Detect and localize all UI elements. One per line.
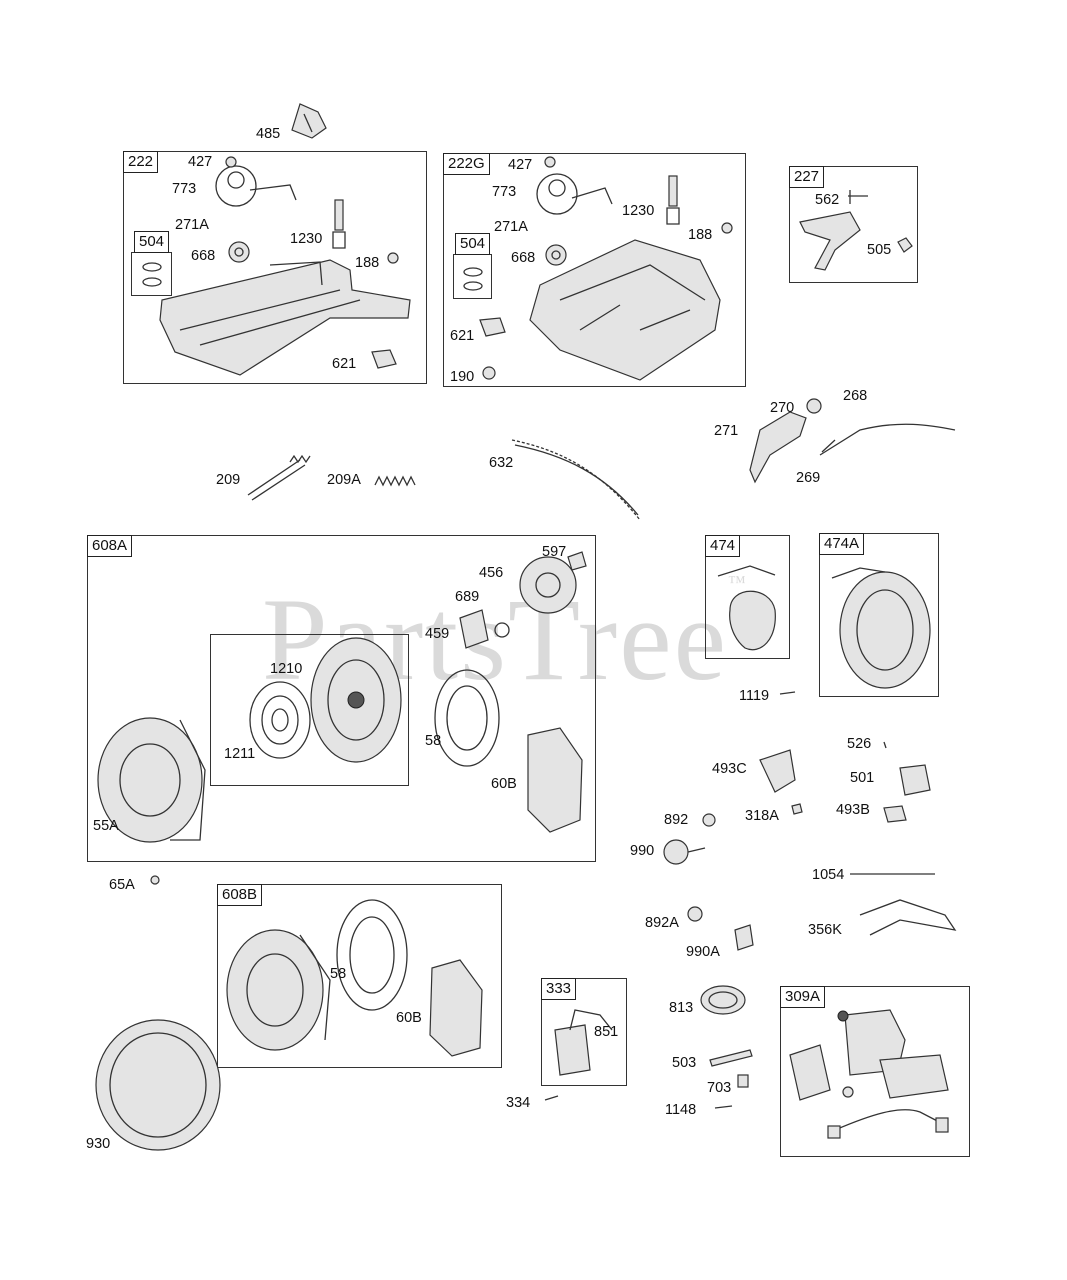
- part-label-562[interactable]: 562: [815, 192, 840, 208]
- cable-268-drawing: [749, 398, 956, 484]
- part-label-209[interactable]: 209: [216, 472, 241, 488]
- part-label-930[interactable]: 930: [86, 1136, 111, 1152]
- part-label-459[interactable]: 459: [425, 626, 450, 642]
- group-label-222: 222: [123, 151, 159, 173]
- part-label-773[interactable]: 773: [172, 181, 197, 197]
- part-label-892A[interactable]: 892A: [645, 915, 679, 931]
- part-label-58[interactable]: 58: [330, 966, 347, 982]
- alternator-474A-drawing: [831, 567, 931, 689]
- part-label-271[interactable]: 271: [714, 423, 739, 439]
- group-label-309A: 309A: [780, 986, 826, 1008]
- group-box-222G: [443, 153, 746, 387]
- part-label-668[interactable]: 668: [511, 250, 536, 266]
- group-label-474: 474: [705, 535, 741, 557]
- part-label-632[interactable]: 632: [489, 455, 514, 471]
- part-label-1230[interactable]: 1230: [290, 231, 323, 247]
- group-box-333: [541, 978, 627, 1086]
- part-label-813[interactable]: 813: [669, 1000, 694, 1016]
- group-box-608A: [87, 535, 596, 862]
- part-label-334[interactable]: 334: [506, 1095, 531, 1111]
- part-label-1210[interactable]: 1210: [270, 661, 303, 677]
- group-label-474A: 474A: [819, 533, 865, 555]
- part-label-526[interactable]: 526: [847, 736, 872, 752]
- part-label-456[interactable]: 456: [479, 565, 504, 581]
- part-label-505[interactable]: 505: [867, 242, 892, 258]
- group-label-504: 504: [134, 231, 170, 253]
- part-label-668[interactable]: 668: [191, 248, 216, 264]
- part-930-drawing: [95, 1019, 221, 1151]
- part-label-892[interactable]: 892: [664, 812, 689, 828]
- part-label-773[interactable]: 773: [492, 184, 517, 200]
- group-box-222: [123, 151, 427, 384]
- part-label-55A[interactable]: 55A: [93, 818, 119, 834]
- group-box-608A-inner: [210, 634, 409, 786]
- spring-209A-drawing: [374, 475, 416, 487]
- part-label-597[interactable]: 597: [542, 544, 567, 560]
- part-label-271A[interactable]: 271A: [175, 217, 209, 233]
- part-label-269[interactable]: 269: [796, 470, 821, 486]
- part-label-493B[interactable]: 493B: [836, 802, 870, 818]
- group-box-474: [705, 535, 790, 659]
- alternator-474-drawing: [717, 565, 776, 651]
- part-label-1148[interactable]: 1148: [665, 1102, 697, 1118]
- rewind-starter-608A-drawing: [97, 551, 587, 843]
- part-label-190[interactable]: 190: [450, 369, 475, 385]
- part-label-271A[interactable]: 271A: [494, 219, 528, 235]
- part-label-990A[interactable]: 990A: [686, 944, 720, 960]
- link-632-drawing: [511, 439, 641, 521]
- control-bracket-222G-drawing: [463, 156, 733, 381]
- part-label-485[interactable]: 485: [256, 126, 281, 142]
- group-label-227: 227: [789, 166, 825, 188]
- group-label-333: 333: [541, 978, 577, 1000]
- part-label-58[interactable]: 58: [425, 733, 442, 749]
- part-485-drawing: [291, 103, 327, 139]
- part-label-356K[interactable]: 356K: [808, 922, 842, 938]
- electric-starter-309A-drawing: [789, 1009, 949, 1139]
- part-label-1230[interactable]: 1230: [622, 203, 655, 219]
- part-label-1119[interactable]: 1119: [739, 688, 770, 704]
- group-box-474A: [819, 533, 939, 697]
- misc-small-parts-drawing: [150, 691, 957, 1109]
- part-label-268[interactable]: 268: [843, 388, 868, 404]
- part-label-60B[interactable]: 60B: [396, 1010, 422, 1026]
- part-label-318A[interactable]: 318A: [745, 808, 779, 824]
- part-label-188[interactable]: 188: [355, 255, 380, 271]
- group-box-309A: [780, 986, 970, 1157]
- part-label-427[interactable]: 427: [508, 157, 533, 173]
- part-label-1054[interactable]: 1054: [812, 867, 845, 883]
- part-label-60B[interactable]: 60B: [491, 776, 517, 792]
- part-label-990[interactable]: 990: [630, 843, 655, 859]
- spring-209-drawing: [247, 454, 311, 501]
- rewind-starter-608B-drawing: [226, 899, 483, 1057]
- control-bracket-222-drawing: [142, 156, 411, 376]
- part-label-503[interactable]: 503: [672, 1055, 697, 1071]
- part-label-703[interactable]: 703: [707, 1080, 732, 1096]
- part-label-1211[interactable]: 1211: [224, 746, 256, 762]
- group-label-222G: 222G: [443, 153, 490, 175]
- lever-227-drawing: [799, 190, 913, 271]
- part-label-188[interactable]: 188: [688, 227, 713, 243]
- part-label-851[interactable]: 851: [594, 1024, 619, 1040]
- part-label-621[interactable]: 621: [332, 356, 357, 372]
- part-label-621[interactable]: 621: [450, 328, 475, 344]
- group-label-608B: 608B: [217, 884, 263, 906]
- group-label-608A: 608A: [87, 535, 133, 557]
- part-label-209A[interactable]: 209A: [327, 472, 361, 488]
- part-label-65A[interactable]: 65A: [109, 877, 135, 893]
- group-box-227: [789, 166, 918, 283]
- group-label-504: 504: [455, 233, 491, 255]
- ignition-333-drawing: [554, 1009, 613, 1076]
- part-label-689[interactable]: 689: [455, 589, 480, 605]
- part-label-270[interactable]: 270: [770, 400, 795, 416]
- part-label-493C[interactable]: 493C: [712, 761, 747, 777]
- part-label-427[interactable]: 427: [188, 154, 213, 170]
- part-label-501[interactable]: 501: [850, 770, 875, 786]
- group-box-608B: [217, 884, 502, 1068]
